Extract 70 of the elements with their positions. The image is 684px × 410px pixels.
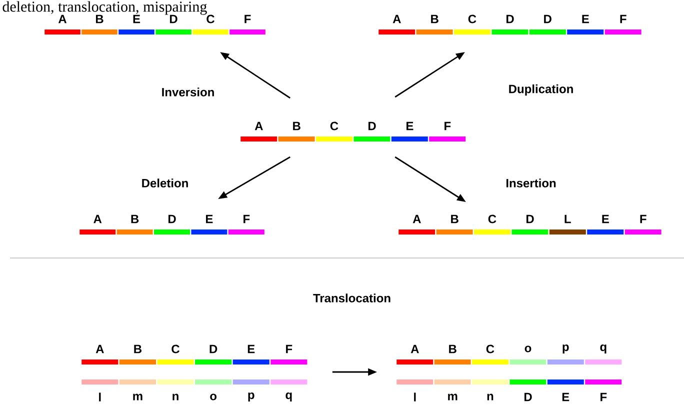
segment-letter: F: [640, 214, 646, 224]
segment-letter: n: [487, 394, 494, 400]
segment-letter: L: [564, 214, 571, 224]
segment-letter: B: [449, 344, 456, 354]
chromosome-drawing: [378, 14, 642, 34]
segment-letter: C: [486, 344, 494, 354]
segment-letter: D: [524, 392, 532, 402]
segment-letter: D: [526, 214, 534, 224]
segment-letter: D: [544, 14, 552, 24]
caption-text: deletion, translocation, mispairing: [2, 1, 207, 15]
segment-letter: A: [58, 14, 67, 24]
chromosome-drawing: [396, 344, 622, 364]
segment-letter: B: [293, 122, 300, 130]
segment-letter: A: [254, 122, 263, 130]
segment-letter: o: [524, 346, 532, 352]
segment-letter: l: [414, 392, 416, 402]
segment-letter: F: [286, 344, 292, 354]
segment-letter: m: [133, 394, 142, 400]
edge-label: Inversion: [160, 86, 216, 98]
chromosome-drawing: [44, 14, 266, 34]
segment-letter: F: [600, 392, 607, 402]
segment-letter: q: [600, 344, 606, 354]
segment-letter: E: [582, 14, 589, 24]
segment-letter: D: [168, 214, 176, 224]
chromosome-drawing: [82, 344, 308, 364]
chromosome-drawing: [82, 380, 308, 402]
segment-letter: m: [448, 394, 458, 400]
segment-letter: C: [488, 214, 496, 224]
segment-letter: p: [248, 392, 254, 402]
segment-letter: A: [96, 344, 104, 354]
segment-letter: o: [210, 394, 216, 400]
segment-letter: B: [431, 14, 438, 24]
segment-letter: A: [410, 344, 419, 354]
segment-letter: D: [368, 122, 376, 130]
segment-letter: A: [412, 214, 421, 224]
segment-letter: E: [133, 14, 140, 24]
chromosome-drawing: [80, 214, 264, 234]
segment-letter: A: [392, 14, 401, 24]
section-heading: Translocation: [313, 294, 390, 302]
segment-letter: B: [451, 214, 458, 224]
segment-letter: A: [94, 214, 102, 224]
segment-letter: q: [286, 392, 292, 402]
segment-letter: B: [131, 214, 139, 224]
segment-letter: l: [99, 392, 101, 402]
edge-label: Deletion: [140, 178, 190, 188]
segment-letter: F: [244, 14, 251, 24]
segment-letter: C: [468, 14, 476, 24]
segment-letter: C: [172, 344, 180, 354]
segment-letter: n: [172, 394, 178, 400]
segment-letter: E: [406, 122, 414, 130]
segment-letter: E: [206, 214, 213, 224]
segment-letter: D: [170, 14, 178, 24]
chromosome-drawing: [398, 214, 662, 234]
segment-letter: E: [602, 214, 609, 224]
segment-letter: C: [206, 14, 215, 24]
segment-letter: D: [210, 344, 218, 354]
segment-letter: F: [444, 122, 451, 130]
chromosome-drawing: [240, 122, 466, 142]
segment-letter: B: [134, 344, 142, 354]
edge-label: Insertion: [504, 178, 558, 188]
segment-letter: C: [330, 122, 338, 130]
segment-letter: D: [506, 14, 514, 24]
segment-letter: B: [96, 14, 104, 24]
segment-letter: F: [620, 14, 626, 24]
edge-label: Duplication: [507, 83, 575, 97]
segment-letter: p: [562, 344, 569, 354]
segment-letter: E: [248, 344, 255, 354]
segment-letter: F: [244, 214, 250, 224]
chromosome-drawing: [396, 380, 622, 402]
segment-letter: E: [562, 392, 570, 402]
